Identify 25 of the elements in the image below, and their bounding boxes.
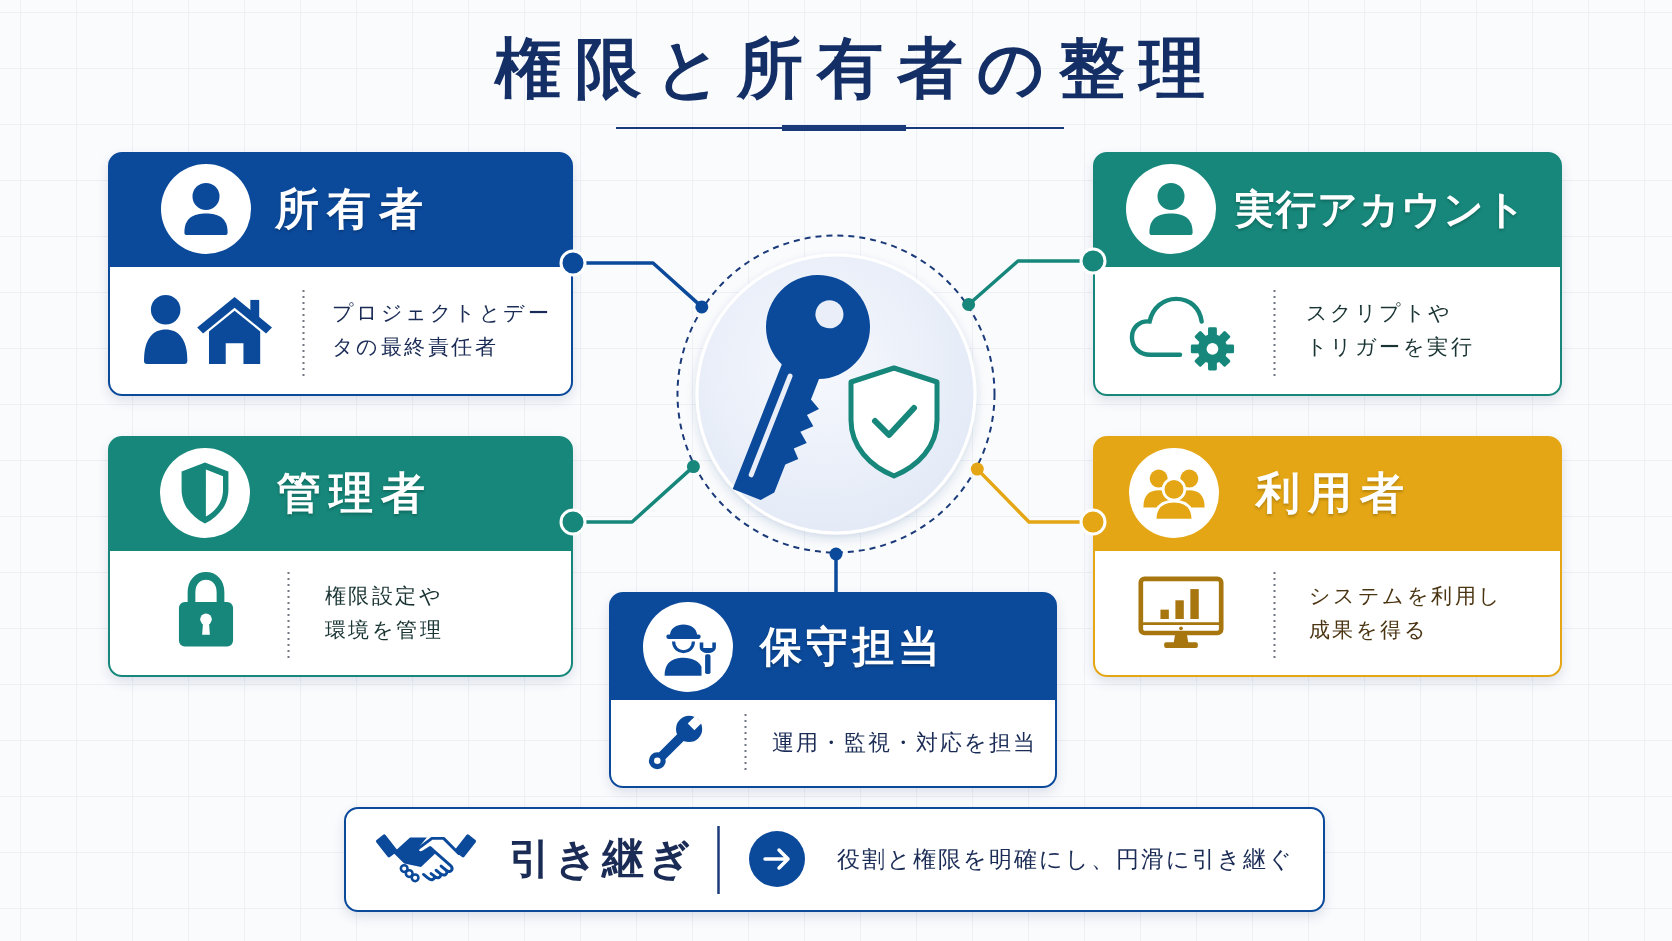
card-title: 実行アカウント	[1234, 184, 1527, 234]
description: プロジェクトとデータの最終責任者	[331, 300, 552, 361]
connector	[829, 547, 843, 592]
role-card	[108, 436, 573, 677]
connector	[559, 249, 709, 314]
heading: 引き継ぎ	[508, 833, 695, 885]
role-card	[1093, 436, 1562, 677]
connector	[962, 247, 1107, 311]
description: システムを利用し成果を得る	[1308, 582, 1504, 644]
description: スクリプトやトリガーを実行	[1305, 300, 1475, 361]
connector	[970, 462, 1107, 536]
role-card	[108, 152, 573, 396]
info-bar	[344, 807, 1325, 912]
dashed-circle	[676, 234, 996, 554]
description: 権限設定や環境を管理	[324, 582, 444, 644]
card-title: 所有者	[274, 182, 431, 236]
card-title: 管理者	[276, 466, 433, 520]
title: 権限と所有者の整理	[495, 29, 1219, 109]
card-title: 利用者	[1255, 466, 1412, 520]
role-card	[1093, 152, 1562, 396]
connector	[559, 460, 700, 536]
role-card	[609, 592, 1057, 788]
card-title: 保守担当	[759, 621, 944, 673]
description: 役割と権限を明確にし、円滑に引き継ぐ	[836, 844, 1295, 874]
description: 運用・監視・対応を担当	[771, 728, 1038, 757]
